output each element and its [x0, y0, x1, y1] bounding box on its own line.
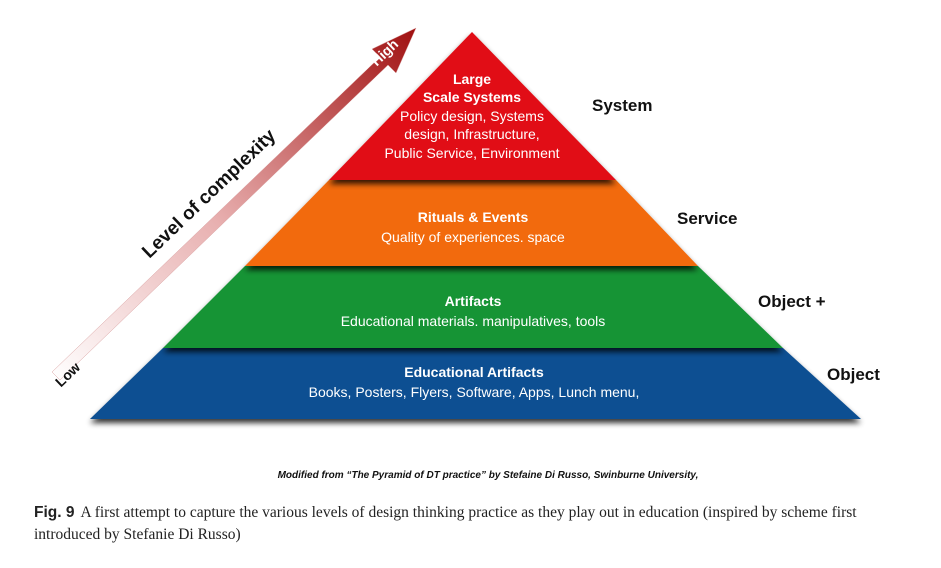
figure-number: Fig. 9 [34, 504, 75, 521]
level-object-side-label: Object [827, 365, 880, 384]
level-system-title-1: Large [453, 71, 491, 87]
pyramid [90, 32, 861, 419]
level-object-plus-title: Artifacts [445, 293, 502, 309]
level-object-body: Books, Posters, Flyers, Software, Apps, … [309, 384, 640, 400]
complexity-low-label: Low [52, 359, 83, 390]
complexity-arrow-shape [51, 27, 417, 381]
level-object-plus-band [163, 266, 783, 348]
level-object: Educational Artifacts Books, Posters, Fl… [309, 364, 640, 400]
level-service-side-label: Service [677, 209, 738, 228]
level-service: Rituals & Events Quality of experiences.… [381, 209, 565, 245]
level-service-title: Rituals & Events [418, 209, 529, 225]
level-object-band [90, 348, 861, 419]
level-object-plus: Artifacts Educational materials. manipul… [341, 293, 606, 329]
complexity-arrow-label: Level of complexity [138, 125, 280, 263]
source-note: Modified from “The Pyramid of DT practic… [278, 470, 699, 481]
level-system-body-1: Policy design, Systems [400, 108, 544, 124]
level-system-band [329, 32, 616, 180]
level-system: Large Scale Systems Policy design, Syste… [384, 71, 559, 161]
level-object-plus-body: Educational materials. manipulatives, to… [341, 313, 606, 329]
level-system-side-label: System [592, 96, 652, 115]
level-system-body-2: design, Infrastructure, [404, 126, 539, 142]
figure-caption-text: A first attempt to capture the various l… [34, 504, 857, 543]
level-service-body: Quality of experiences. space [381, 229, 565, 245]
level-system-body-3: Public Service, Environment [384, 145, 559, 161]
level-system-title-2: Scale Systems [423, 89, 521, 105]
level-object-title: Educational Artifacts [404, 364, 544, 380]
level-service-band [245, 180, 698, 266]
level-object-plus-side-label: Object + [758, 292, 826, 311]
